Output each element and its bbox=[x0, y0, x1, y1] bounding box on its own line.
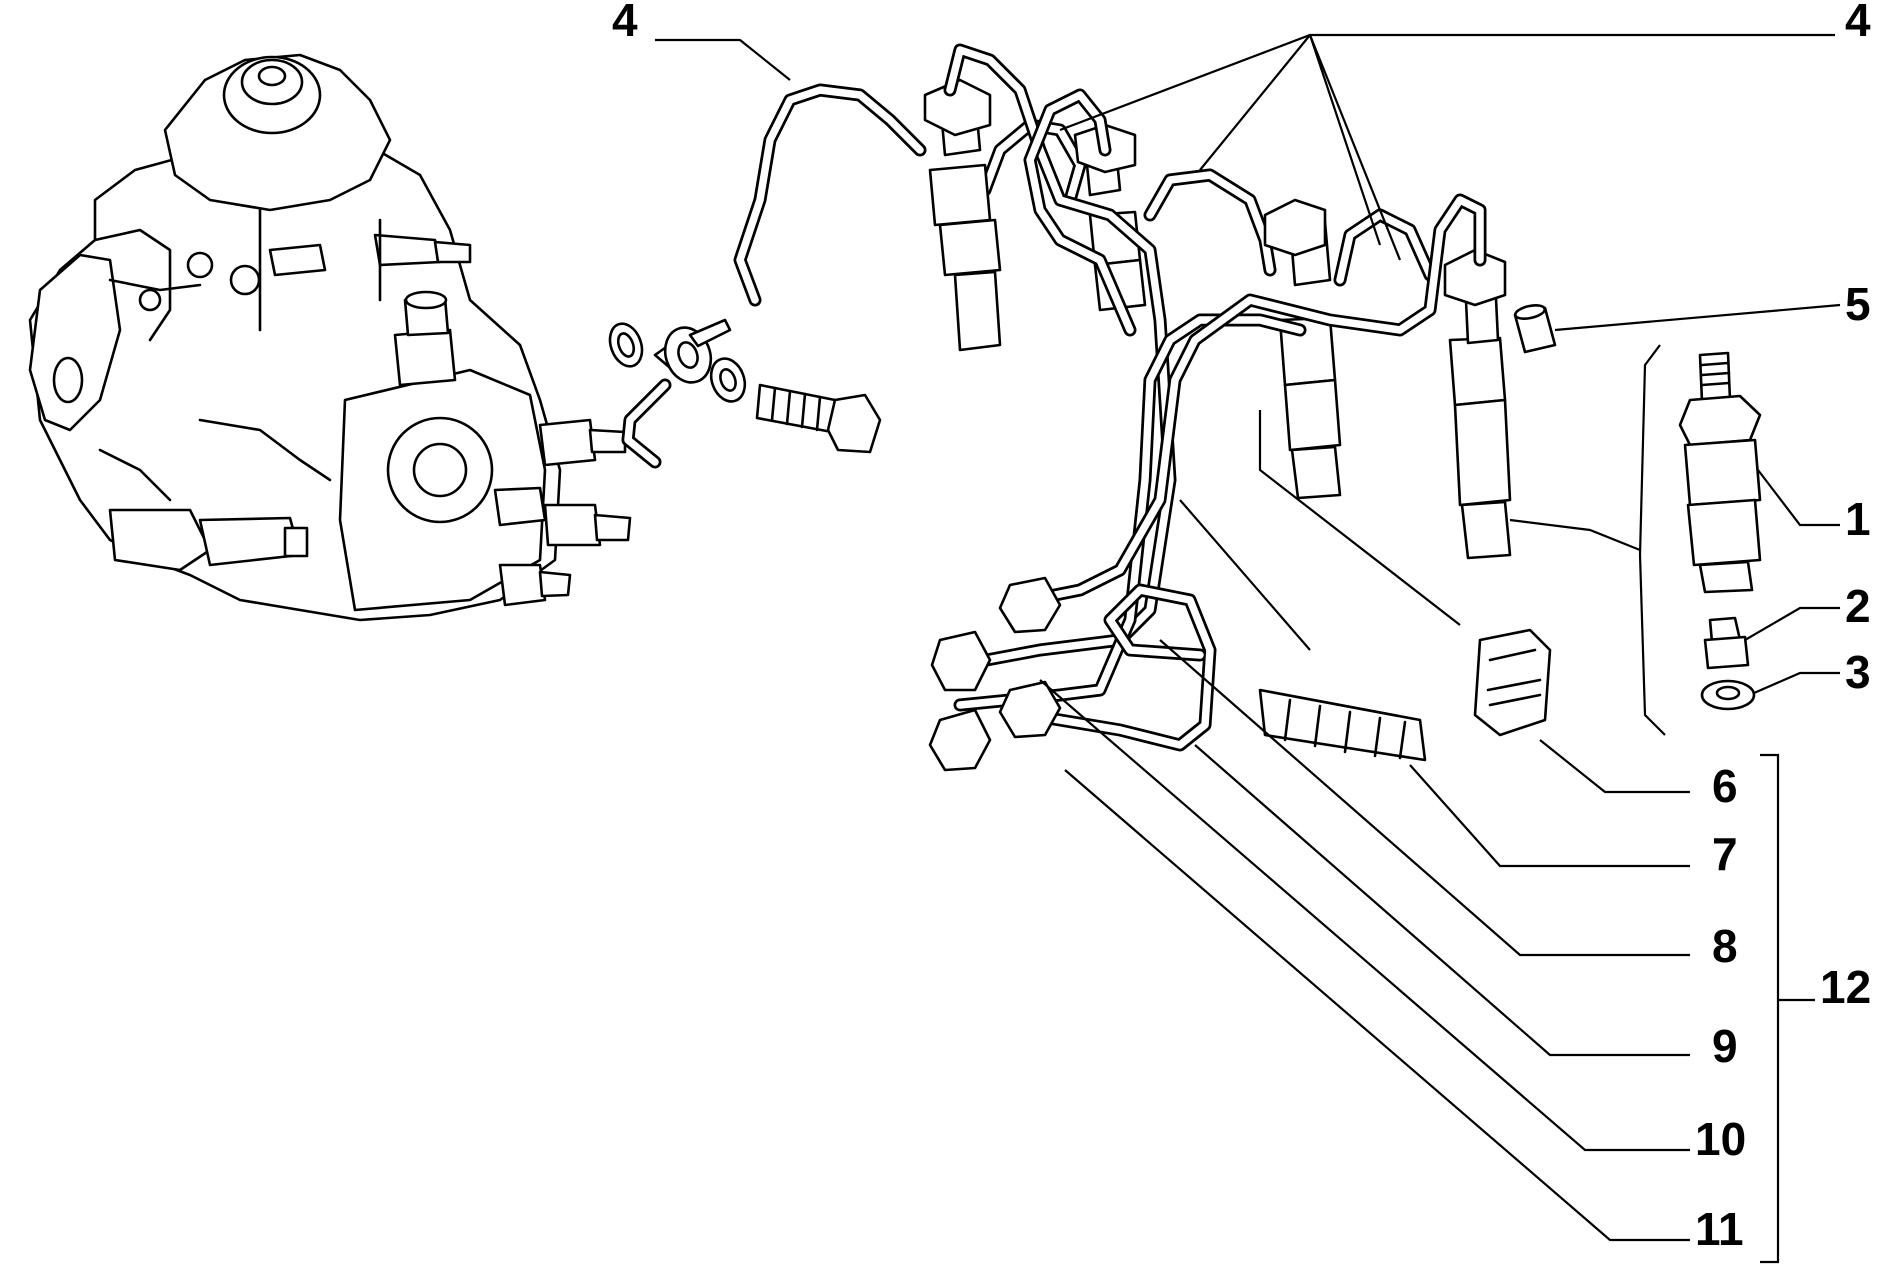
mounted-injectors bbox=[923, 78, 1557, 560]
callout-5: 5 bbox=[1845, 278, 1871, 330]
injection-pump bbox=[28, 53, 632, 622]
callout-labels: 4 4 5 1 2 3 6 7 8 9 10 11 12 bbox=[612, 0, 1871, 1255]
callout-6: 6 bbox=[1712, 760, 1738, 812]
nozzle-holder-2 bbox=[1703, 616, 1750, 670]
delivery-valve-holders bbox=[493, 418, 632, 607]
callout-11: 11 bbox=[1695, 1203, 1744, 1255]
pipe-clamp-7 bbox=[1258, 688, 1427, 762]
high-pressure-pipes bbox=[928, 43, 1487, 772]
pipe-clamp-6 bbox=[1473, 628, 1552, 737]
sealing-washer-3 bbox=[1700, 679, 1756, 711]
callout-2: 2 bbox=[1845, 580, 1871, 632]
callout-7: 7 bbox=[1712, 828, 1738, 880]
callout-4-right: 4 bbox=[1845, 0, 1871, 46]
return-fitting-assembly bbox=[608, 318, 882, 469]
callout-12: 12 bbox=[1820, 961, 1871, 1013]
callout-9: 9 bbox=[1712, 1020, 1738, 1072]
callout-10: 10 bbox=[1695, 1113, 1746, 1165]
callout-4-left: 4 bbox=[612, 0, 638, 46]
callout-1: 1 bbox=[1845, 493, 1871, 545]
pipe-nuts bbox=[928, 576, 1062, 772]
callout-8: 8 bbox=[1712, 920, 1738, 972]
injector-assembly bbox=[1678, 351, 1762, 594]
callout-3: 3 bbox=[1845, 646, 1871, 698]
leader-lines bbox=[655, 33, 1841, 1264]
